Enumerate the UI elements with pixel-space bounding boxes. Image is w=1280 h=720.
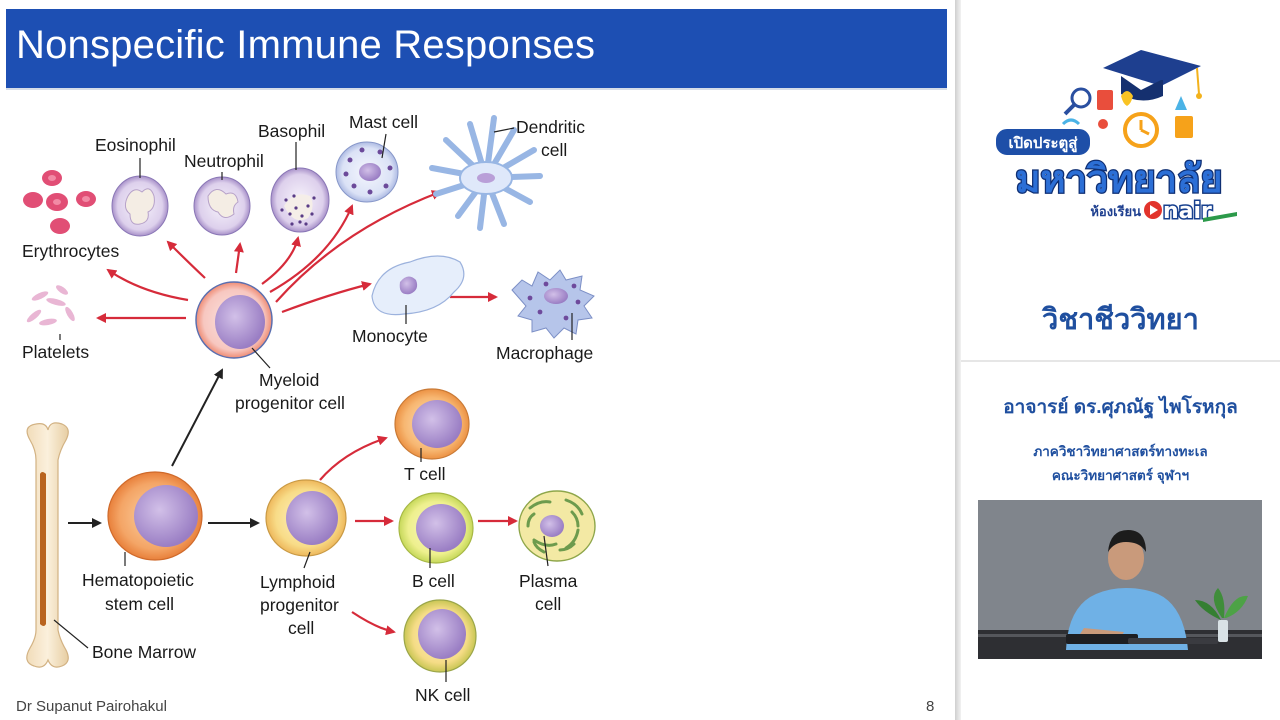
- faculty-name: คณะวิทยาศาสตร์ จุฬาฯ: [1051, 468, 1190, 483]
- hematopoietic-stem-cell-illustration: [107, 471, 203, 561]
- macrophage-illustration: [511, 269, 595, 339]
- basophil-illustration: [270, 167, 330, 233]
- label-leader-lines: [53, 127, 573, 682]
- plasma-cell-illustration: [518, 490, 596, 562]
- platelets-illustration: [26, 285, 75, 326]
- diagram-labels: Eosinophil Neutrophil Basophil Mast cell…: [22, 112, 593, 705]
- department-name: ภาควิชาวิทยาศาสตร์ทางทะเล: [1033, 444, 1208, 459]
- footer-author: Dr Supanut Pairohakul: [16, 698, 167, 715]
- t-cell-illustration: [394, 388, 470, 460]
- arrow-lymphoid-to-nk-cell: [351, 611, 396, 636]
- science-icons: [1061, 87, 1193, 148]
- program-logo: เปิดประตูสู่ มหาวิทยาลัย ห้องเรียน nair: [994, 50, 1237, 226]
- b-cell-illustration: [398, 492, 474, 564]
- dendritic-cell-illustration: [429, 115, 543, 231]
- arrow-myeloid-to-erythrocytes: [106, 268, 189, 302]
- arrow-myeloid-to-dendritic: [275, 190, 442, 303]
- info-sidebar: เปิดประตูสู่ มหาวิทยาลัย ห้องเรียน nair …: [961, 0, 1280, 720]
- instructor-name: อาจารย์ ดร.ศุภณัฐ ไพโรหกุล: [1003, 397, 1238, 418]
- label-macrophage: Macrophage: [496, 343, 593, 363]
- logo-wordmark: เปิดประตูสู่ มหาวิทยาลัย ห้องเรียน nair: [994, 127, 1237, 226]
- arrow-myeloid-to-neutrophil: [233, 242, 244, 274]
- label-mast-cell: Mast cell: [349, 112, 418, 132]
- arrow-lymphoid-to-t-cell: [319, 435, 388, 481]
- graduation-cap-icon: [1103, 50, 1202, 101]
- label-plasma-line1: Plasma: [519, 571, 578, 591]
- course-title: วิชาชีววิทยา: [1042, 304, 1199, 336]
- label-lymphoid-line2: progenitor: [260, 595, 339, 615]
- title-underline: [6, 88, 947, 90]
- label-plasma-line2: cell: [535, 594, 561, 614]
- logo-line1: เปิดประตูสู่: [1009, 134, 1079, 153]
- label-t-cell: T cell: [404, 464, 446, 484]
- label-monocyte: Monocyte: [352, 326, 428, 346]
- slide-number: 8: [926, 698, 935, 715]
- label-basophil: Basophil: [258, 121, 325, 141]
- bone-illustration: [26, 422, 69, 668]
- lineage-arrows: [68, 190, 518, 636]
- logo-line3-prefix: ห้องเรียน: [1090, 204, 1141, 220]
- label-b-cell: B cell: [412, 571, 455, 591]
- label-eosinophil: Eosinophil: [95, 135, 176, 155]
- slide-title: Nonspecific Immune Responses: [16, 23, 596, 67]
- logo-line2: มหาวิทยาลัย: [1016, 157, 1223, 201]
- arrow-myeloid-to-monocyte: [281, 281, 372, 314]
- label-bone-marrow: Bone Marrow: [92, 642, 196, 662]
- myeloid-progenitor-illustration: [195, 281, 273, 359]
- arrow-stem-to-myeloid: [171, 368, 223, 467]
- label-dendritic-line1: Dendritic: [516, 117, 585, 137]
- label-hematopoietic-line1: Hematopoietic: [82, 570, 194, 590]
- erythrocytes-illustration: [23, 170, 96, 234]
- lymphoid-progenitor-illustration: [265, 479, 347, 557]
- blood-cell-lineage-diagram: Eosinophil Neutrophil Basophil Mast cell…: [22, 112, 596, 705]
- label-lymphoid-line1: Lymphoid: [260, 572, 335, 592]
- label-dendritic-line2: cell: [541, 140, 567, 160]
- label-myeloid-line1: Myeloid: [259, 370, 319, 390]
- label-nk-cell: NK cell: [415, 685, 470, 705]
- label-lymphoid-line3: cell: [288, 618, 314, 638]
- label-erythrocytes: Erythrocytes: [22, 241, 119, 261]
- slide: Nonspecific Immune Responses: [6, 9, 947, 715]
- eosinophil-illustration: [111, 175, 169, 237]
- nk-cell-illustration: [403, 599, 477, 673]
- panel-divider: [955, 0, 961, 720]
- monocyte-illustration: [371, 255, 465, 316]
- label-platelets: Platelets: [22, 342, 89, 362]
- arrow-myeloid-to-basophil: [261, 236, 301, 285]
- arrow-myeloid-to-mast-cell: [269, 204, 354, 293]
- sidebar-divider: [961, 360, 1280, 362]
- neutrophil-illustration: [193, 176, 251, 236]
- label-hematopoietic-line2: stem cell: [105, 594, 174, 614]
- label-myeloid-line2: progenitor cell: [235, 393, 345, 413]
- mast-cell-illustration: [335, 141, 399, 203]
- arrow-myeloid-to-eosinophil: [166, 240, 206, 279]
- label-neutrophil: Neutrophil: [184, 151, 264, 171]
- instructor-video-feed: [978, 500, 1262, 659]
- title-bar: Nonspecific Immune Responses: [6, 9, 947, 88]
- instructor-video-frame: [978, 500, 1262, 659]
